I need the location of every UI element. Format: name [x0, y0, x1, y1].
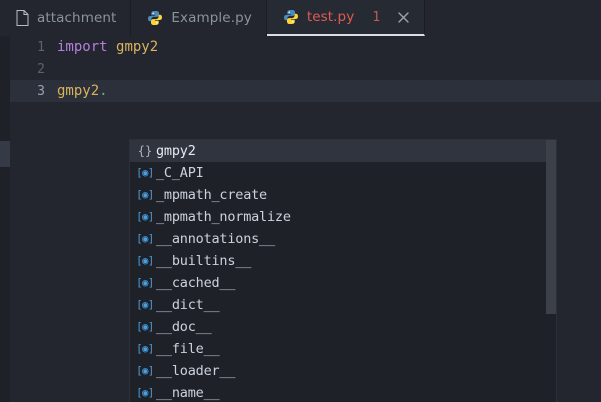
autocomplete-item-label: _mpmath_create: [156, 187, 267, 203]
autocomplete-list: {} gmpy2 [◉] _C_API [◉] _mpmath_create […: [130, 140, 556, 402]
line-content[interactable]: gmpy2.: [57, 83, 108, 99]
variable-icon: [◉]: [136, 321, 154, 333]
tab-bar: attachment Example.py: [0, 0, 601, 36]
autocomplete-item[interactable]: {} gmpy2: [130, 140, 556, 162]
tab-label: Example.py: [171, 10, 252, 26]
line-number: 2: [37, 61, 45, 77]
code-line: 1 import gmpy2: [10, 36, 601, 58]
line-number: 3: [37, 83, 45, 99]
autocomplete-popup[interactable]: {} gmpy2 [◉] _C_API [◉] _mpmath_create […: [129, 139, 557, 402]
module-icon: {}: [137, 144, 153, 158]
autocomplete-item-label: _mpmath_normalize: [156, 209, 291, 225]
autocomplete-item[interactable]: [◉] __doc__: [130, 316, 556, 338]
autocomplete-item[interactable]: [◉] __dict__: [130, 294, 556, 316]
autocomplete-item-label: __annotations__: [156, 231, 275, 247]
variable-icon: [◉]: [136, 387, 154, 399]
autocomplete-item-label: __cached__: [156, 275, 236, 291]
tab-example-py[interactable]: Example.py: [131, 0, 267, 36]
autocomplete-item-label: _C_API: [156, 165, 204, 181]
scroll-marker: [0, 141, 10, 167]
autocomplete-item[interactable]: [◉] _mpmath_normalize: [130, 206, 556, 228]
status-badge: 1: [372, 9, 381, 25]
token-punctuation: .: [99, 83, 107, 99]
autocomplete-item[interactable]: [◉] __builtins__: [130, 250, 556, 272]
autocomplete-item-label: __loader__: [156, 363, 236, 379]
tab-label: test.py: [306, 9, 355, 25]
python-icon: [283, 9, 299, 25]
scrollbar-thumb[interactable]: [546, 140, 556, 315]
autocomplete-item-label: __name__: [156, 385, 220, 401]
autocomplete-item[interactable]: [◉] __cached__: [130, 272, 556, 294]
code-lines: 1 import gmpy2 2 3 gmpy2.: [10, 36, 601, 102]
variable-icon: [◉]: [136, 343, 154, 355]
editor-left-strip: [0, 36, 10, 402]
variable-icon: [◉]: [136, 189, 154, 201]
file-icon: [16, 10, 29, 26]
close-icon[interactable]: [396, 10, 410, 24]
autocomplete-item[interactable]: [◉] __name__: [130, 382, 556, 402]
error-squiggle-icon: [99, 98, 107, 102]
autocomplete-item[interactable]: [◉] __loader__: [130, 360, 556, 382]
variable-icon: [◉]: [136, 277, 154, 289]
autocomplete-item-label: __file__: [156, 341, 220, 357]
code-line-active: 3 gmpy2.: [10, 80, 601, 102]
variable-icon: [◉]: [136, 365, 154, 377]
variable-icon: [◉]: [136, 299, 154, 311]
variable-icon: [◉]: [136, 167, 154, 179]
autocomplete-scrollbar[interactable]: [546, 140, 556, 402]
autocomplete-item-label: __builtins__: [156, 253, 252, 269]
autocomplete-item-label: __dict__: [156, 297, 220, 313]
autocomplete-item[interactable]: [◉] _mpmath_create: [130, 184, 556, 206]
tab-label: attachment: [37, 10, 117, 26]
variable-icon: [◉]: [136, 233, 154, 245]
python-icon: [147, 10, 163, 26]
token-module: gmpy2: [57, 83, 100, 99]
code-line: 2: [10, 58, 601, 80]
autocomplete-item[interactable]: [◉] _C_API: [130, 162, 556, 184]
autocomplete-item-label: __doc__: [156, 319, 212, 335]
autocomplete-item[interactable]: [◉] __annotations__: [130, 228, 556, 250]
variable-icon: [◉]: [136, 211, 154, 223]
token-module: gmpy2: [116, 39, 159, 55]
tab-attachment[interactable]: attachment: [0, 0, 132, 36]
tab-test-py[interactable]: test.py 1: [266, 0, 426, 36]
variable-icon: [◉]: [136, 255, 154, 267]
autocomplete-item-label: gmpy2: [156, 143, 196, 159]
token-keyword: import: [57, 39, 117, 55]
code-editor[interactable]: 1 import gmpy2 2 3 gmpy2. {} gmpy2 [◉]: [0, 36, 601, 402]
autocomplete-item[interactable]: [◉] __file__: [130, 338, 556, 360]
line-content[interactable]: import gmpy2: [57, 39, 158, 55]
line-number: 1: [37, 39, 45, 55]
